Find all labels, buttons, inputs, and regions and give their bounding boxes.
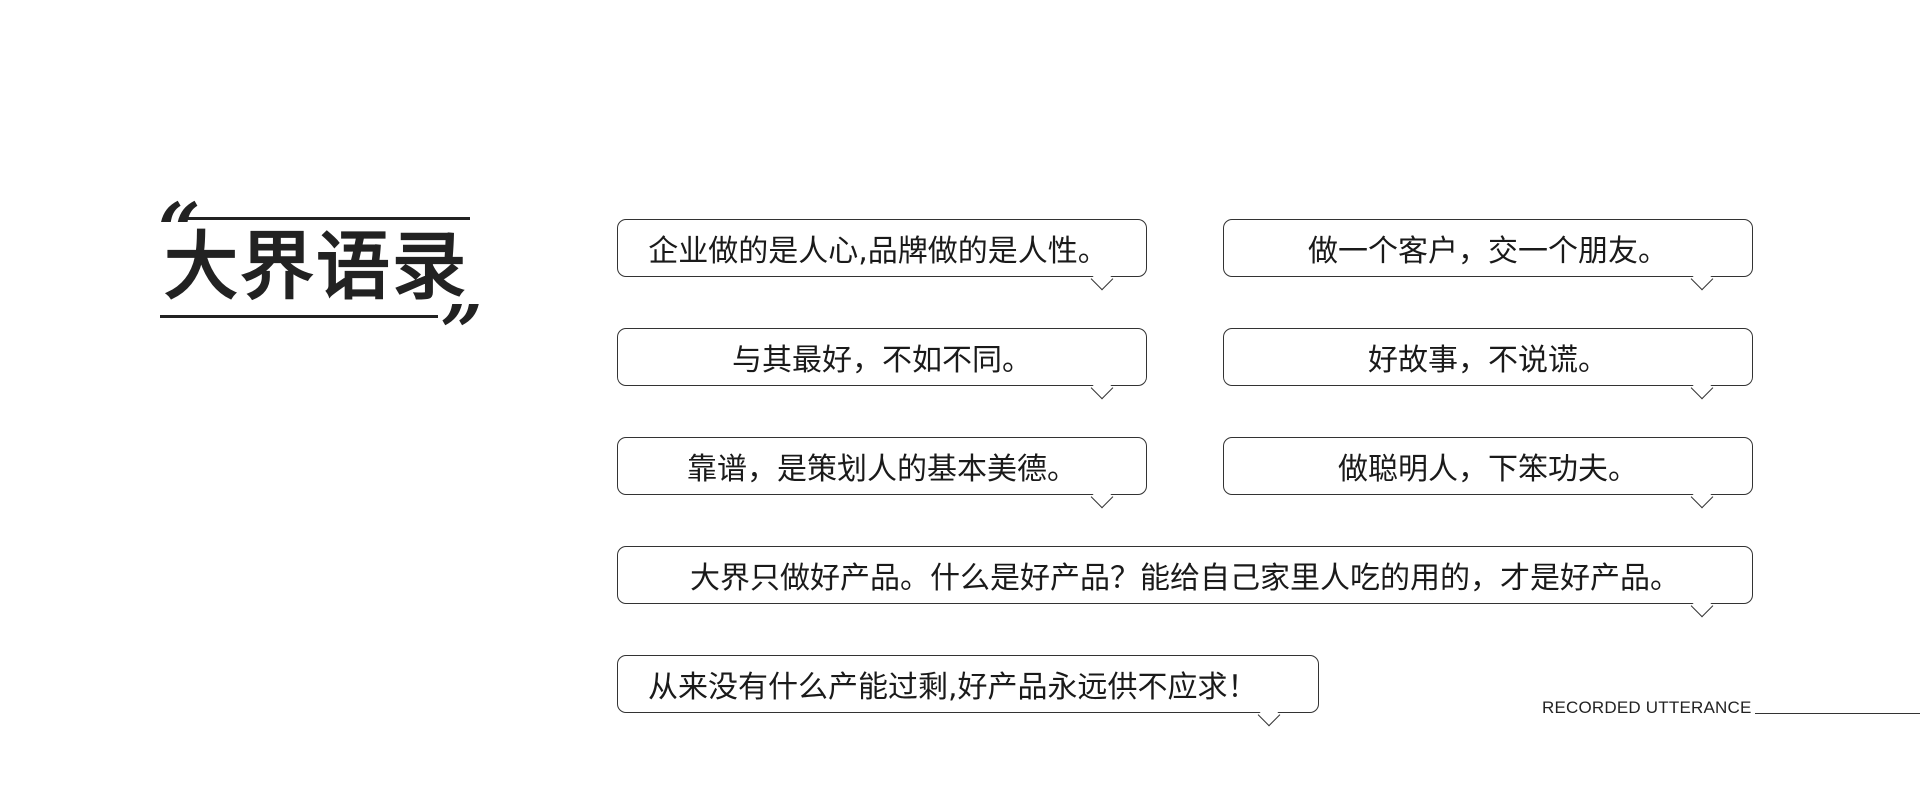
quote-text: 做聪明人，下笨功夫。 (1338, 452, 1638, 487)
quote-text: 靠谱，是策划人的基本美德。 (687, 452, 1077, 487)
quote-bubble: 做一个客户，交一个朋友。 (1223, 219, 1753, 291)
quote-text: 从来没有什么产能过剩,好产品永远供不应求！ (648, 670, 1258, 705)
quote-text: 企业做的是人心,品牌做的是人性。 (648, 234, 1108, 269)
quote-text: 与其最好，不如不同。 (732, 343, 1032, 378)
speech-tail (1090, 376, 1114, 400)
speech-tail (1257, 703, 1281, 727)
title-rule-top (188, 217, 470, 220)
title-rule-bottom (160, 315, 438, 318)
quote-text: 大界只做好产品。什么是好产品？能给自己家里人吃的用的，才是好产品。 (690, 561, 1680, 596)
quote-bubble: 好故事，不说谎。 (1223, 328, 1753, 400)
speech-tail (1090, 267, 1114, 291)
speech-tail (1690, 376, 1714, 400)
quote-bubble: 与其最好，不如不同。 (617, 328, 1147, 400)
speech-tail (1690, 594, 1714, 618)
quote-bubble: 靠谱，是策划人的基本美德。 (617, 437, 1147, 509)
quote-bubble: 从来没有什么产能过剩,好产品永远供不应求！ (617, 655, 1319, 727)
open-quote-mark: “ (158, 188, 201, 274)
speech-tail (1690, 485, 1714, 509)
quote-bubble-wide: 大界只做好产品。什么是好产品？能给自己家里人吃的用的，才是好产品。 (617, 546, 1753, 618)
quote-text: 好故事，不说谎。 (1368, 343, 1608, 378)
quote-bubble: 做聪明人，下笨功夫。 (1223, 437, 1753, 509)
recorded-utterance-label: RECORDED UTTERANCE (1542, 698, 1752, 717)
footer-rule (1755, 713, 1920, 714)
quote-bubble: 企业做的是人心,品牌做的是人性。 (617, 219, 1147, 291)
page-title: 大界语录 (164, 224, 468, 310)
title-block: “ 大界语录 ” (158, 188, 483, 370)
speech-tail (1090, 485, 1114, 509)
speech-tail (1690, 267, 1714, 291)
quote-text: 做一个客户，交一个朋友。 (1308, 234, 1668, 269)
close-quote-mark: ” (440, 290, 483, 376)
